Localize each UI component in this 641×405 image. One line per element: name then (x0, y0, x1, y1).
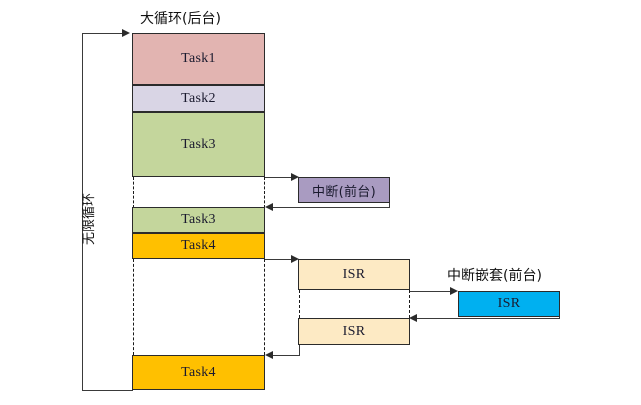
task-box-label: Task3 (181, 212, 216, 227)
task-box-task3-first[interactable]: Task3 (132, 112, 265, 177)
suspend-gap2-left-dashed (133, 259, 134, 355)
task-box-task4-first[interactable]: Task4 (132, 233, 265, 259)
interrupt-enter-arrow-line (265, 177, 295, 178)
interrupt-box[interactable]: 中断(前台) (298, 177, 390, 203)
task-box-task1[interactable]: Task1 (132, 33, 265, 85)
nested-return-arrow-head-icon (409, 313, 417, 322)
task-box-label: Task1 (181, 51, 216, 66)
isr-gap-left-dashed (299, 290, 300, 318)
task-box-label: Task2 (181, 90, 216, 106)
interrupt-return-arrow-line (270, 207, 390, 208)
isr2-return-drop (299, 345, 300, 356)
loop-bottom-segment (82, 390, 133, 391)
task-box-label: Task4 (181, 364, 216, 380)
task-box-task4-second[interactable]: Task4 (132, 355, 265, 390)
interrupt-enter-arrow-head-icon (291, 172, 299, 181)
interrupt-box-label: 中断(前台) (312, 184, 376, 200)
task-box-task2[interactable]: Task2 (132, 85, 265, 112)
interrupt-return-arrow-head-icon (265, 202, 273, 211)
isr1-enter-arrow-head-icon (291, 254, 299, 263)
title-main-loop: 大循环(后台) (140, 11, 221, 27)
task-box-task3-second[interactable]: Task3 (132, 207, 265, 233)
loop-arrow-head-icon (122, 28, 130, 37)
isr-box-1[interactable]: ISR (298, 259, 410, 290)
nested-isr-box-label: ISR (497, 296, 521, 311)
interrupt-return-drop (389, 203, 390, 208)
suspend-gap1-left-dashed (133, 177, 134, 208)
isr-box-label: ISR (342, 266, 366, 282)
isr1-enter-arrow-line (265, 259, 295, 260)
nested-enter-arrow-line (410, 291, 454, 292)
suspend-gap1-right-dashed (264, 177, 265, 208)
nested-isr-box[interactable]: ISR (458, 291, 560, 317)
nested-enter-arrow-head-icon (450, 286, 458, 295)
task-box-label: Task3 (181, 136, 216, 152)
nested-return-arrow-line (414, 318, 560, 319)
isr2-return-arrow-head-icon (265, 350, 273, 359)
suspend-gap2-right-dashed (264, 259, 265, 355)
loop-left-segment (82, 33, 83, 390)
isr-box-2[interactable]: ISR (298, 318, 410, 345)
title-nested-interrupt: 中断嵌套(前台) (447, 268, 542, 284)
task-box-label: Task4 (181, 238, 216, 253)
isr-box-label: ISR (342, 323, 366, 339)
loop-top-segment (82, 33, 124, 34)
nested-return-drop (559, 317, 560, 319)
isr2-return-arrow-line (270, 355, 300, 356)
isr-gap-right-dashed (409, 290, 410, 318)
loop-label: 无限循环 (82, 192, 97, 245)
